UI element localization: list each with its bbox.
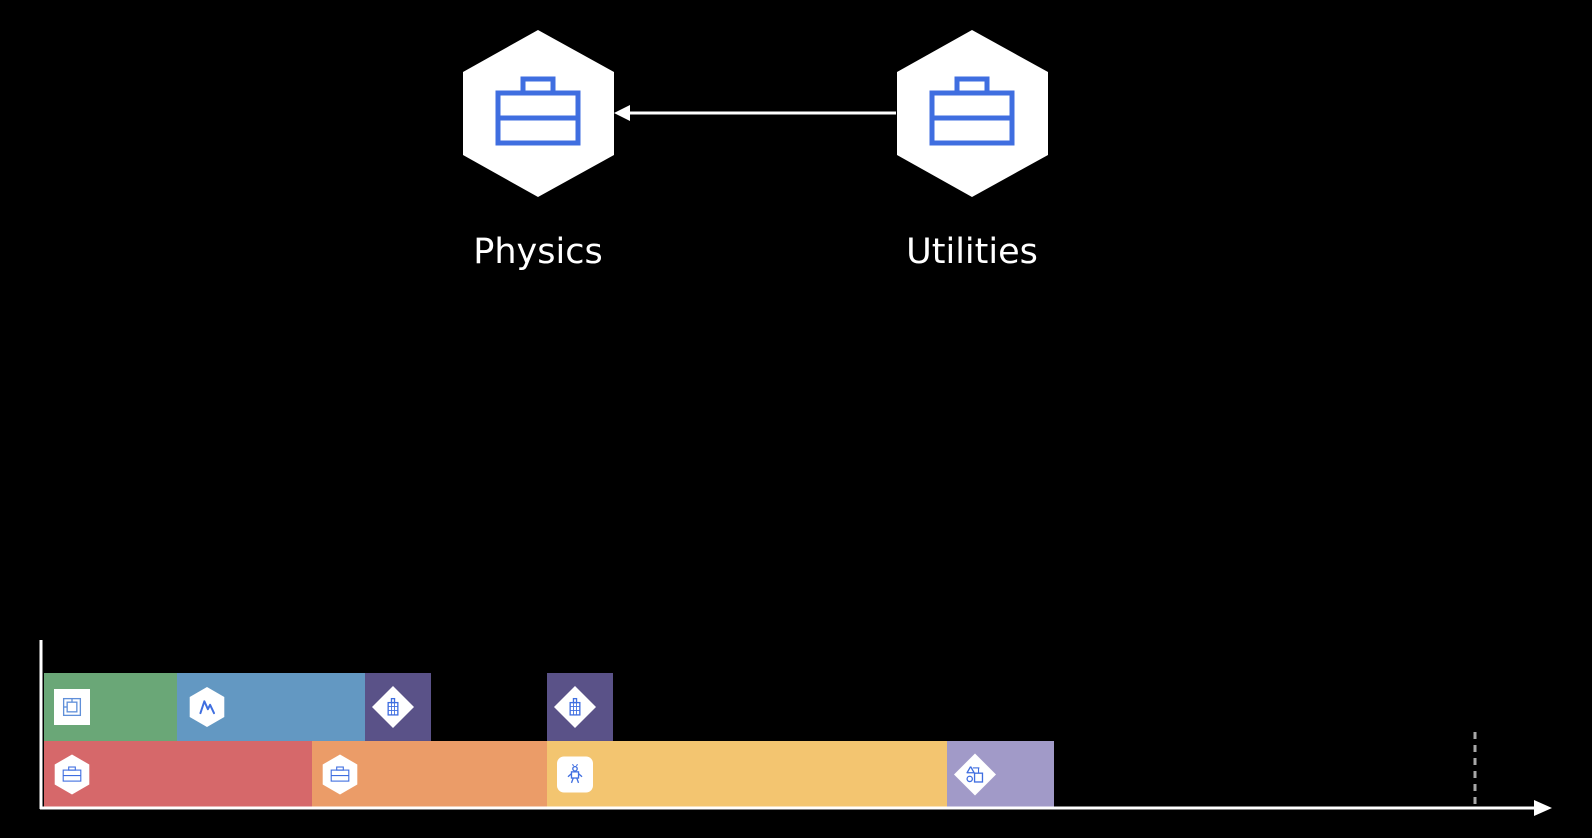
timeline-badge-lower-2 [557, 756, 593, 793]
node-label-utilities: Utilities [906, 232, 1038, 272]
timeline-x-axis-arrowhead [1534, 800, 1552, 816]
node-utilities-hexagon [897, 30, 1048, 197]
timeline-badge-upper-0 [54, 689, 90, 725]
timeline-badge-lower-1 [322, 754, 358, 795]
node-physics-hexagon [463, 30, 614, 197]
timeline-blocks [44, 673, 1054, 808]
graph-edges [614, 105, 896, 121]
timeline-block-lower-2 [547, 741, 947, 808]
edge-arrowhead [614, 105, 630, 121]
node-label-physics: Physics [473, 232, 603, 272]
timeline-badge-lower-0 [54, 754, 90, 795]
node-utilities [897, 30, 1048, 197]
timeline-axes [39, 640, 1552, 816]
node-physics [463, 30, 614, 197]
